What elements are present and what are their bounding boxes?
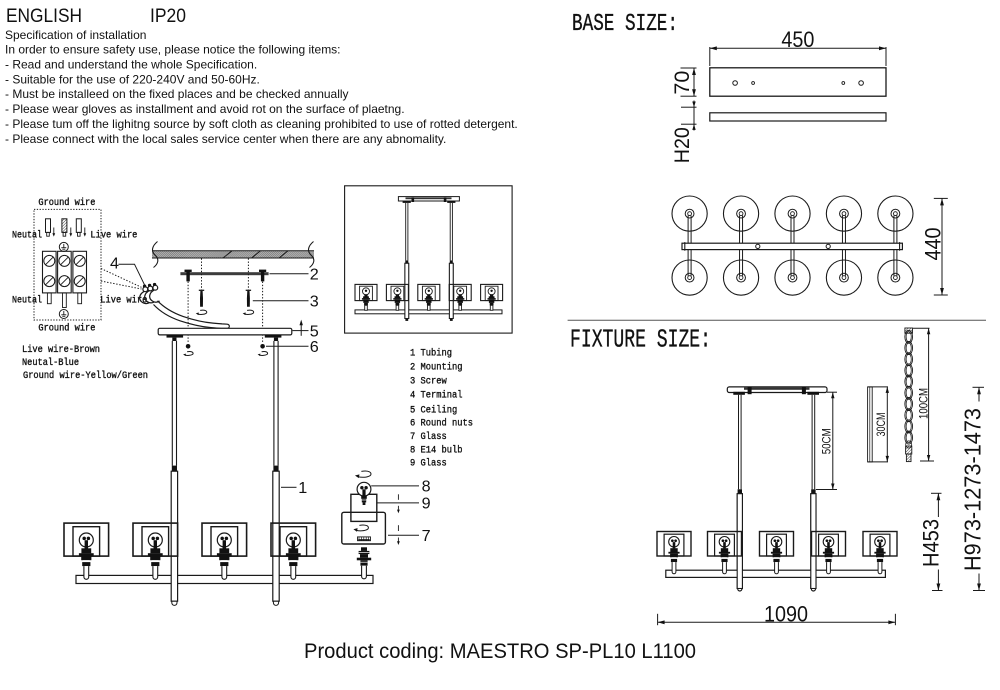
svg-text:In order to ensure safety use,: In order to ensure safety use, please no… <box>5 43 341 57</box>
svg-text:5: 5 <box>310 323 319 340</box>
svg-text:7 Glass: 7 Glass <box>410 431 447 443</box>
svg-text:- Must be installeed on the fi: - Must be installeed on the fixed places… <box>5 87 349 101</box>
svg-text:7: 7 <box>422 528 431 545</box>
svg-text:Specification of installation: Specification of installation <box>5 28 146 42</box>
svg-text:9: 9 <box>422 496 431 513</box>
svg-text:IP20: IP20 <box>150 5 186 27</box>
svg-text:2 Mounting: 2 Mounting <box>410 362 463 374</box>
svg-text:3: 3 <box>310 294 319 311</box>
svg-text:1090: 1090 <box>764 601 808 626</box>
svg-text:8 E14 bulb: 8 E14 bulb <box>410 445 463 457</box>
svg-text:Live wire-Brown: Live wire-Brown <box>22 344 100 356</box>
svg-text:440: 440 <box>921 228 946 261</box>
svg-text:- Suitable for the use of 220-: - Suitable for the use of 220-240V and 5… <box>5 72 260 86</box>
svg-text:30CM: 30CM <box>876 413 888 437</box>
svg-text:4 Terminal: 4 Terminal <box>410 389 463 401</box>
svg-text:Live wire: Live wire <box>90 230 137 242</box>
svg-text:Ground wire: Ground wire <box>38 197 95 209</box>
svg-text:Neutal-Blue: Neutal-Blue <box>22 357 79 369</box>
svg-text:1: 1 <box>298 480 307 497</box>
svg-text:2: 2 <box>310 267 319 284</box>
svg-text:H20: H20 <box>671 127 694 163</box>
svg-text:70: 70 <box>671 71 694 95</box>
svg-text:6 Round nuts: 6 Round nuts <box>410 418 473 430</box>
svg-text:H973-1273-1473: H973-1273-1473 <box>959 408 985 571</box>
svg-text:1 Tubing: 1 Tubing <box>410 347 452 359</box>
svg-text:8: 8 <box>422 479 431 496</box>
svg-text:- Please tum off the lighitng: - Please tum off the lighitng source by … <box>5 117 518 131</box>
svg-text:Product coding: MAESTRO SP-PL1: Product coding: MAESTRO SP-PL10 L1100 <box>304 639 696 663</box>
svg-text:Ground wire-Yellow/Green: Ground wire-Yellow/Green <box>23 370 148 382</box>
svg-text:Live wire: Live wire <box>100 295 147 307</box>
svg-text:Ground wire: Ground wire <box>38 323 95 335</box>
svg-text:BASE SIZE:: BASE SIZE: <box>572 11 678 38</box>
svg-text:H453: H453 <box>918 519 943 567</box>
svg-text:Neutal: Neutal <box>12 230 42 242</box>
svg-text:450: 450 <box>781 27 814 52</box>
svg-text:9 Glass: 9 Glass <box>410 457 447 469</box>
svg-text:ENGLISH: ENGLISH <box>6 5 82 27</box>
svg-text:- Please wear gloves as instal: - Please wear gloves as installment and … <box>5 102 405 116</box>
svg-text:4: 4 <box>110 255 119 272</box>
svg-text:6: 6 <box>310 339 319 356</box>
svg-text:3 Screw: 3 Screw <box>410 376 447 388</box>
svg-text:Neutal: Neutal <box>12 295 42 307</box>
svg-text:- Read and understand the whol: - Read and understand the whole Specific… <box>5 58 257 72</box>
svg-text:- Please connect with the loca: - Please connect with the local sales se… <box>5 132 446 146</box>
svg-text:5 Ceiling: 5 Ceiling <box>410 405 457 417</box>
svg-text:50CM: 50CM <box>822 428 834 454</box>
svg-text:100CM: 100CM <box>919 388 931 419</box>
svg-text:FIXTURE SIZE:: FIXTURE SIZE: <box>570 326 711 355</box>
